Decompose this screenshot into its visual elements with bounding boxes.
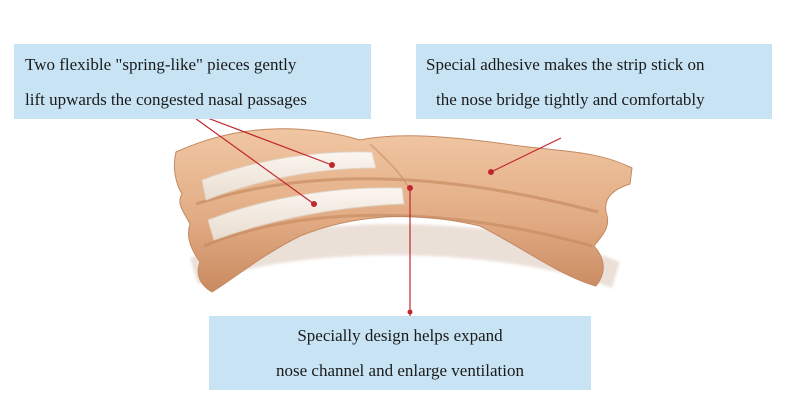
spring-piece-lower [207, 187, 405, 241]
strip-groove [195, 177, 599, 214]
leader-line-left-lower [180, 107, 315, 205]
callout-line: nose channel and enlarge ventilation [276, 361, 524, 380]
leader-dot [407, 309, 413, 315]
callout-adhesive: Special adhesive makes the strip stick o… [416, 44, 772, 119]
strip-groove [203, 213, 593, 248]
leader-dot [311, 201, 317, 207]
leader-dot [488, 169, 494, 175]
leader-dots [311, 162, 494, 315]
callout-design: Specially design helps expand nose chann… [209, 316, 591, 390]
callout-line: Special adhesive makes the strip stick o… [426, 55, 705, 74]
leader-line-right [490, 137, 562, 173]
callout-line: Two flexible "spring-like" pieces gently [25, 55, 297, 74]
leader-dot [407, 185, 413, 191]
callout-line: Specially design helps expand [297, 326, 503, 345]
callout-line: the nose bridge tightly and comfortably [436, 90, 705, 109]
leader-dot [329, 162, 335, 168]
callout-spring-pieces: Two flexible "spring-like" pieces gently… [14, 44, 371, 119]
callout-line: lift upwards the congested nasal passage… [25, 90, 307, 109]
